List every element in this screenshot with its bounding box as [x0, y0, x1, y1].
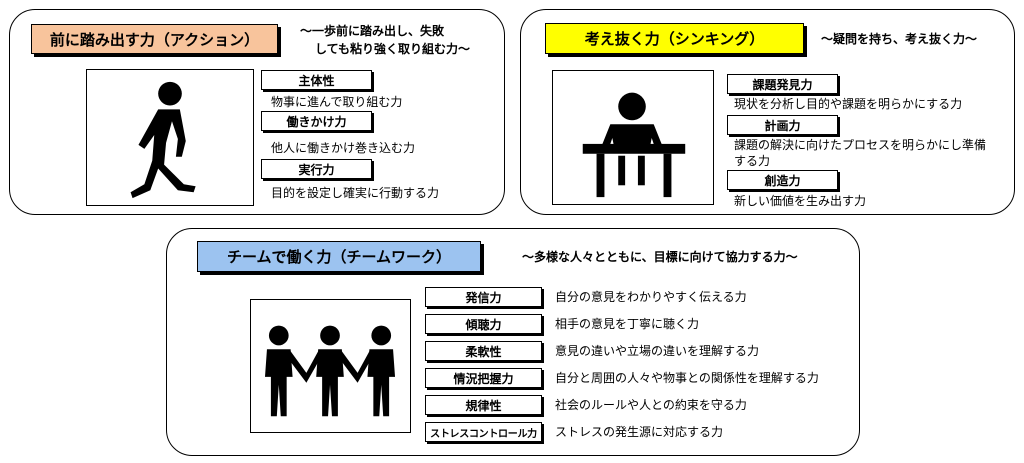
desc-keikaku-1: 課題の解決に向けたプロセスを明らかにし準備 — [734, 138, 987, 152]
skill-souzou: 創造力 — [727, 170, 838, 190]
skill-keikaku: 計画力 — [727, 115, 838, 135]
desc-keichou: 相手の意見を丁寧に聴く力 — [555, 317, 700, 331]
skill-stress-control: ストレスコントロール力 — [425, 422, 542, 442]
desc-souzou: 新しい価値を生み出す力 — [734, 194, 867, 208]
desc-kiritsu: 社会のルールや人との約束を守る力 — [555, 398, 747, 412]
desc-hasshin: 自分の意見をわかりやすく伝える力 — [555, 290, 747, 304]
thinking-tagline: ～疑問を持ち、考え抜く力～ — [821, 32, 978, 46]
walking-person-icon — [86, 69, 254, 206]
skill-hatarakikake: 働きかけ力 — [261, 111, 372, 131]
action-panel: 前に踏み出す力（アクション） ～一歩前に踏み出し、失敗 しても粘り強く取り組む力… — [9, 9, 505, 215]
skill-jikkou: 実行力 — [261, 159, 372, 179]
desc-shutaisei: 物事に進んで取り組む力 — [271, 95, 403, 109]
action-tagline-1: ～一歩前に踏み出し、失敗 — [300, 24, 445, 38]
skill-kadai-hakken: 課題発見力 — [727, 74, 838, 94]
desc-juunan: 意見の違いや立場の違いを理解する力 — [555, 344, 760, 358]
thinking-panel: 考え抜く力（シンキング） ～疑問を持ち、考え抜く力～ 課題発見力 現状を分析し目… — [520, 9, 1015, 215]
action-tagline-2: しても粘り強く取り組む力～ — [315, 42, 471, 56]
teamwork-title: チームで働く力（チームワーク） — [197, 241, 481, 272]
action-title: 前に踏み出す力（アクション） — [31, 24, 278, 54]
desc-hatarakikake: 他人に働きかけ巻き込む力 — [271, 141, 416, 155]
thinking-title: 考え抜く力（シンキング） — [545, 23, 804, 54]
skill-hasshin: 発信力 — [425, 287, 542, 307]
desc-joukyou-haaku: 自分と周囲の人々や物事との関係性を理解する力 — [555, 371, 819, 385]
skill-joukyou-haaku: 情況把握力 — [425, 368, 542, 388]
desc-keikaku-2: する力 — [734, 154, 771, 168]
skill-shutaisei: 主体性 — [261, 70, 372, 90]
skill-kiritsu: 規律性 — [425, 395, 542, 415]
teamwork-tagline: ～多様な人々とともに、目標に向けて協力する力～ — [522, 250, 798, 264]
teamwork-panel: チームで働く力（チームワーク） ～多様な人々とともに、目標に向けて協力する力～ … — [166, 228, 860, 456]
person-at-desk-icon — [552, 70, 714, 205]
three-people-holding-hands-icon — [250, 299, 411, 433]
desc-kadai-hakken: 現状を分析し目的や課題を明らかにする力 — [734, 97, 963, 111]
desc-jikkou: 目的を設定し確実に行動する力 — [271, 186, 440, 200]
skill-juunan: 柔軟性 — [425, 341, 542, 361]
desc-stress-control: ストレスの発生源に対応する力 — [555, 425, 724, 439]
skill-keichou: 傾聴力 — [425, 314, 542, 334]
